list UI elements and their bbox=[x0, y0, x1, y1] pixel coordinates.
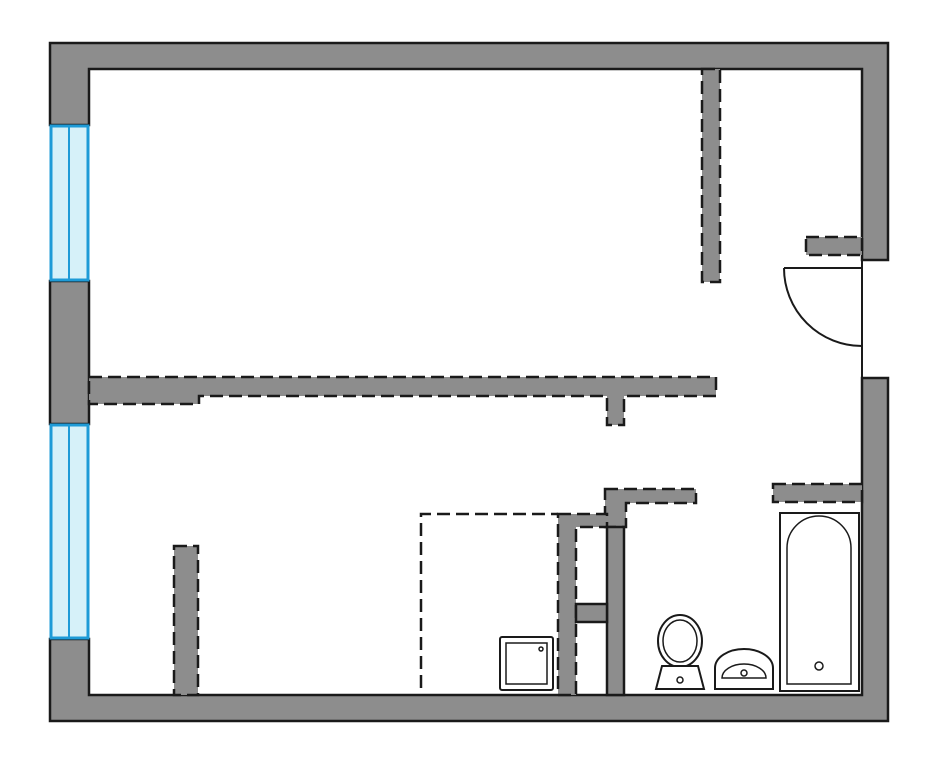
partition-lower-left-vertical bbox=[172, 544, 200, 697]
partition-main-horizontal bbox=[87, 375, 718, 427]
partition-bath-right-stub bbox=[771, 482, 864, 504]
exterior-wall-west-pier bbox=[48, 279, 91, 426]
window-icon bbox=[49, 423, 90, 640]
toilet-icon bbox=[654, 614, 706, 690]
partition-bath-top bbox=[603, 487, 698, 529]
inner-walls bbox=[574, 525, 626, 697]
partition-closet bbox=[556, 512, 609, 697]
sink-icon bbox=[714, 648, 774, 690]
partition-entry-stub bbox=[804, 235, 864, 257]
bathtub-icon bbox=[779, 512, 860, 692]
shower-tray-icon bbox=[499, 636, 554, 691]
partition-upper-vertical bbox=[700, 67, 722, 284]
kitchen-zone-outline bbox=[419, 512, 558, 688]
window-icon bbox=[49, 124, 90, 282]
closet-shelf bbox=[574, 602, 609, 624]
exterior-wall-north-west bbox=[48, 41, 890, 262]
partition-walls bbox=[87, 67, 864, 697]
bathroom-wall bbox=[605, 525, 626, 697]
door-swing-icon bbox=[783, 260, 863, 378]
